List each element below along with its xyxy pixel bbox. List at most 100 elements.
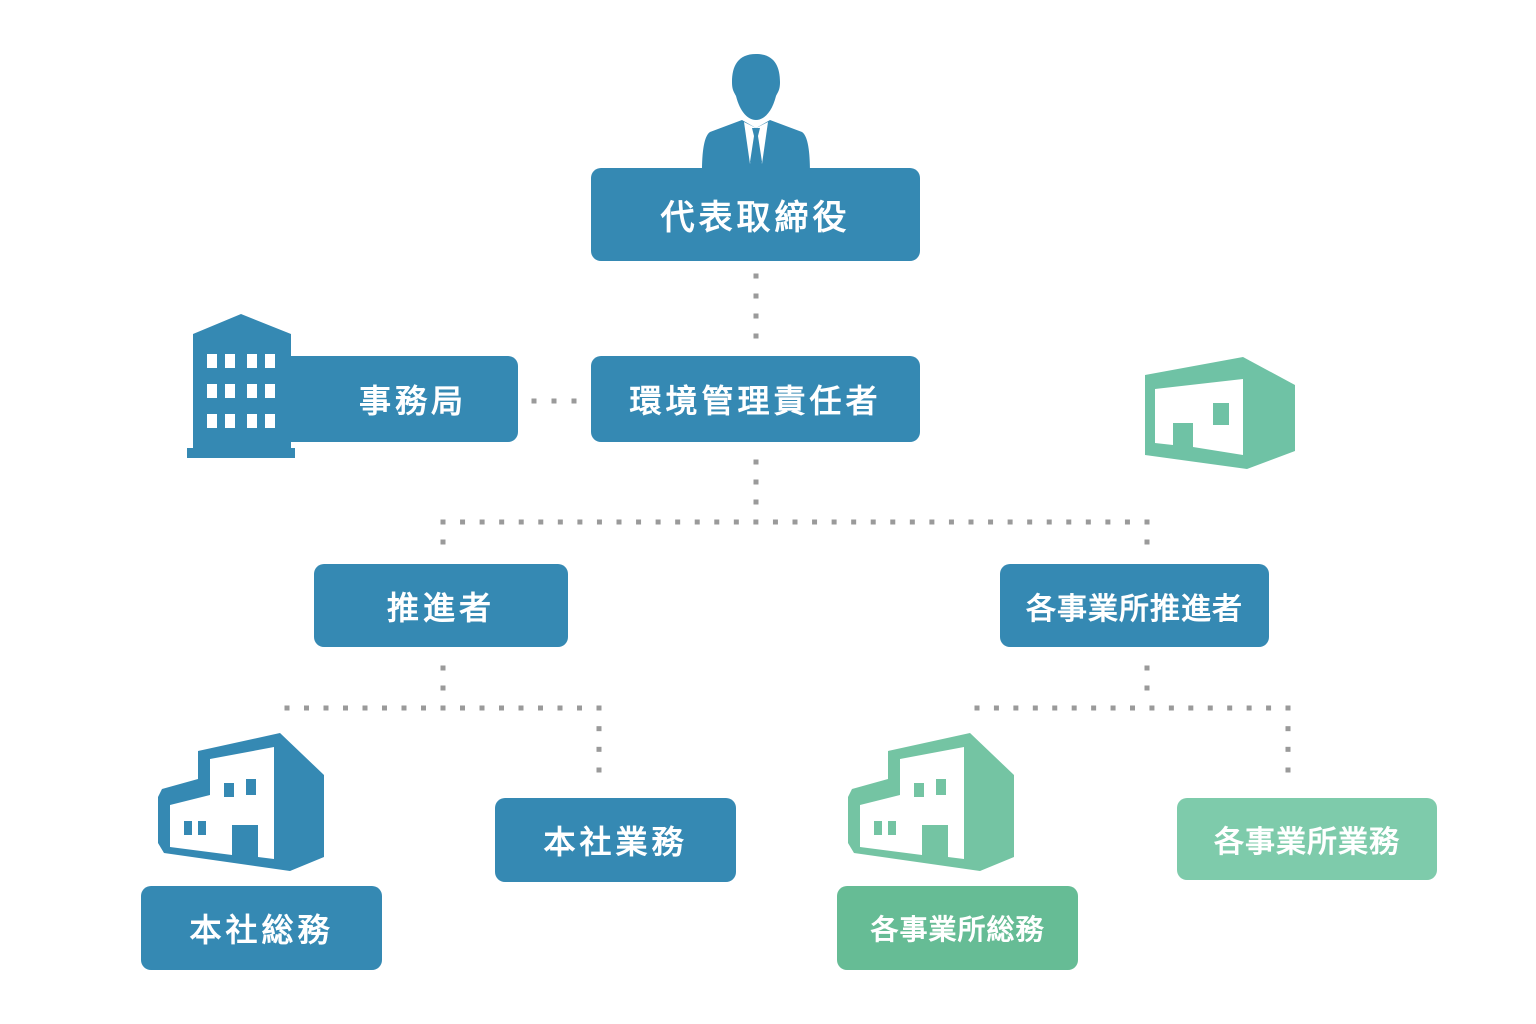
connector-dot <box>1144 519 1150 525</box>
connector-dot <box>1246 705 1252 711</box>
node-secretariat: 事務局 <box>290 356 518 442</box>
connector-dot <box>753 519 759 525</box>
node-secretariat-label: 事務局 <box>358 382 467 420</box>
node-promoter: 推進者 <box>314 564 568 647</box>
connector-dot <box>1285 705 1291 711</box>
connector-dot <box>909 519 915 525</box>
node-env-manager: 環境管理責任者 <box>591 356 920 442</box>
connector-dot <box>538 705 543 711</box>
connector-dot <box>1188 705 1194 711</box>
connector-dot <box>323 705 329 711</box>
connector-dot <box>538 519 544 525</box>
connector-dot <box>1227 705 1233 711</box>
connector-dot <box>596 705 602 711</box>
connector-dot <box>851 519 857 525</box>
connector-dot <box>948 519 954 525</box>
connector-dot <box>733 519 739 525</box>
connector-dot <box>753 459 759 465</box>
connector-dot <box>753 273 759 279</box>
connector-dot <box>440 539 446 545</box>
connector-dot <box>1124 519 1130 525</box>
node-env-manager-label: 環境管理責任者 <box>629 382 882 420</box>
node-ceo: 代表取締役 <box>591 168 920 261</box>
connector-dot <box>1085 519 1091 525</box>
connector-to-hq-operations <box>596 705 602 773</box>
connector-dot <box>753 499 759 505</box>
node-branch-promoter: 各事業所推進者 <box>1000 564 1269 647</box>
connector-dot <box>988 519 994 525</box>
connector-dot <box>1007 519 1013 525</box>
node-ceo-label: 代表取締役 <box>660 198 851 238</box>
connector-branch-bar <box>440 519 1150 525</box>
connector-dot <box>753 313 759 319</box>
connector-dot <box>596 746 602 752</box>
connector-dot <box>1144 685 1150 691</box>
connector-dot <box>499 705 504 711</box>
connector-dot <box>596 726 602 732</box>
connector-dot <box>577 705 582 711</box>
connector-dot <box>1144 665 1150 671</box>
node-branch-operations: 各事業所業務 <box>1177 798 1437 880</box>
connector-dot <box>812 519 818 525</box>
connector-dot <box>596 767 602 773</box>
connector-dot <box>1144 519 1150 525</box>
connector-dot <box>1013 705 1019 711</box>
branch-building-icon <box>1145 357 1295 469</box>
connector-branch-bar-low <box>974 705 1291 711</box>
connector-dot <box>479 705 485 711</box>
node-branch-promoter-label: 各事業所推進者 <box>1026 591 1243 627</box>
connector-env-manager-down <box>753 459 759 505</box>
connector-to-promoter <box>440 519 446 545</box>
connector-ceo-to-env-manager <box>753 273 759 339</box>
connector-dot <box>499 519 505 525</box>
connector-to-branch-promoter <box>1144 519 1150 545</box>
connector-dot <box>694 519 700 525</box>
connector-dot <box>1032 705 1038 711</box>
connector-dot <box>1285 767 1291 773</box>
connector-dot <box>753 479 759 485</box>
connector-dot <box>974 705 980 711</box>
connector-dot <box>655 519 661 525</box>
office-building-icon <box>187 314 295 458</box>
connector-dot <box>596 705 602 711</box>
connector-dot <box>616 519 622 525</box>
connector-dot <box>596 519 602 525</box>
node-branch-general-affairs: 各事業所総務 <box>837 886 1078 970</box>
node-hq-general-affairs: 本社総務 <box>141 886 382 970</box>
connector-dot <box>362 705 368 711</box>
connector-dot <box>1207 705 1213 711</box>
connector-dot <box>890 519 896 525</box>
connector-dot <box>1130 705 1135 711</box>
connector-dot <box>753 333 759 339</box>
connector-to-branch-operations <box>1285 705 1291 773</box>
node-hq-general-affairs-label: 本社総務 <box>189 911 334 949</box>
connector-branch-promoter-down <box>1144 665 1150 691</box>
connector-dot <box>772 519 778 525</box>
connector-dot <box>1144 539 1150 545</box>
connector-dot <box>1066 519 1072 525</box>
connector-dot <box>440 519 446 525</box>
connector-dot <box>1168 705 1174 711</box>
node-branch-operations-label: 各事業所業務 <box>1214 825 1400 860</box>
businessman-icon <box>702 54 810 172</box>
connector-dot <box>1285 746 1291 752</box>
connector-dot <box>440 519 446 525</box>
connector-dot <box>753 293 759 299</box>
connector-secretariat-to-env-manager <box>531 398 577 404</box>
connector-dot <box>792 519 798 525</box>
connector-dot <box>304 705 309 711</box>
connector-dot <box>714 519 720 525</box>
connector-dot <box>571 398 577 404</box>
node-branch-general-affairs-label: 各事業所総務 <box>870 913 1045 946</box>
connector-dot <box>929 519 935 525</box>
connector-promoter-down <box>440 665 446 691</box>
connector-dot <box>1266 705 1272 711</box>
connector-dot <box>1052 705 1058 711</box>
connector-dot <box>557 519 563 525</box>
connector-dot <box>1149 705 1155 711</box>
connector-dot <box>551 398 557 404</box>
house-building-icon <box>158 733 324 871</box>
connector-dot <box>1027 519 1033 525</box>
connector-dot <box>1071 705 1077 711</box>
connector-dot <box>675 519 681 525</box>
